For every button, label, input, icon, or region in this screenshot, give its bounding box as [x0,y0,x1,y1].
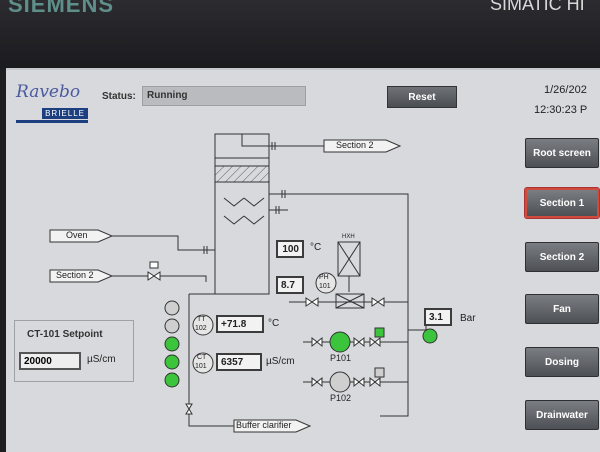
ct101-tag-a: CT [197,354,207,361]
tt102-bubble [192,314,214,336]
dosing-valve-left-icon [305,297,319,307]
ph-tag-a: PH [319,274,329,281]
company-logo: Ravebo BRIELLE [16,82,88,123]
pressure-value: 3.1 [424,308,452,326]
logo-main-text: Ravebo [16,82,81,102]
ct101-tag-b: 101 [195,363,207,370]
arrow-section2-in [49,269,114,283]
ct101-value: 6357 [216,353,262,371]
setpoint-input[interactable]: 20000 [19,352,81,370]
level-indicator [164,336,180,352]
nav-section-1-button[interactable]: Section 1 [525,188,599,218]
drain-valve-icon [185,403,193,415]
ct101-bubble [192,352,214,374]
status-label: Status: [102,91,136,102]
p102-valve2-icon [369,376,381,388]
p101-label: P101 [330,353,352,363]
oven-label: Oven [66,230,88,240]
p101-suction-valve-icon [311,336,323,348]
device-model: SIMATIC HI [490,0,585,14]
p101-valve2-icon [369,336,381,348]
p102-run-indicator [374,367,385,378]
tank-tag: HXH [342,234,355,240]
tt102-tag-a: TT [197,316,206,323]
pump-p102[interactable] [329,371,351,393]
setpoint-title: CT-101 Setpoint [27,329,103,340]
section2-out-label: Section 2 [336,140,374,150]
nav-root-screen-button[interactable]: Root screen [525,138,599,168]
p102-label: P102 [330,393,352,403]
inlet-valve-icon [147,271,161,281]
reset-button[interactable]: Reset [387,86,457,108]
pressure-indicator [422,328,438,344]
p101-run-indicator [374,327,385,338]
level-indicator [164,300,180,316]
device-brand: SIEMENS [8,0,115,17]
arrow-section2-out [323,139,402,153]
level-indicator [164,372,180,388]
device-bezel: SIEMENS SIMATIC HI [0,0,600,68]
pressure-unit: Bar [460,313,476,324]
ph101-bubble [315,272,337,294]
time-display: 12:30:23 P [534,104,588,116]
level-indicator [164,354,180,370]
nav-fan-button[interactable]: Fan [525,294,599,324]
section2-in-label: Section 2 [56,270,94,280]
dosing-valve-body [335,293,365,309]
spray-nozzles-lower [223,215,265,225]
temp-top-unit: °C [310,242,322,253]
ph-tag-b: 101 [319,283,331,290]
setpoint-unit: µS/cm [87,354,116,365]
logo-sub-text: BRIELLE [42,108,88,119]
date-display: 1/26/202 [544,84,587,96]
tt102-value: +71.8 [216,315,264,333]
process-diagram [49,133,438,433]
p102-discharge-valve-icon [353,376,365,388]
nav-section-2-button[interactable]: Section 2 [525,242,599,272]
level-indicator [164,318,180,334]
nav-drainwater-button[interactable]: Drainwater [525,400,599,430]
setpoint-panel: CT-101 Setpoint 20000 µS/cm [14,320,134,382]
status-field: Running [142,86,306,106]
pump-p101[interactable] [329,331,351,353]
nav-dosing-button[interactable]: Dosing [525,347,599,377]
buffer-clarifier-label: Buffer clarifier [236,420,292,430]
valve-actuator-icon [149,261,159,269]
arrow-oven [49,229,114,243]
ph-value: 8.7 [276,276,304,294]
p101-discharge-valve-icon [353,336,365,348]
p102-suction-valve-icon [311,376,323,388]
packing-bed [214,165,270,183]
dosing-valve-right-icon [371,297,385,307]
tt102-tag-b: 102 [195,325,207,332]
spray-nozzles-upper [223,197,265,207]
ct101-unit: µS/cm [266,356,295,367]
tt102-unit: °C [268,318,280,329]
temp-top-value: 100 [276,240,304,258]
hmi-screen: Ravebo BRIELLE Status: Running Reset 1/2… [6,68,600,452]
arrow-buffer-clarifier [233,419,312,433]
